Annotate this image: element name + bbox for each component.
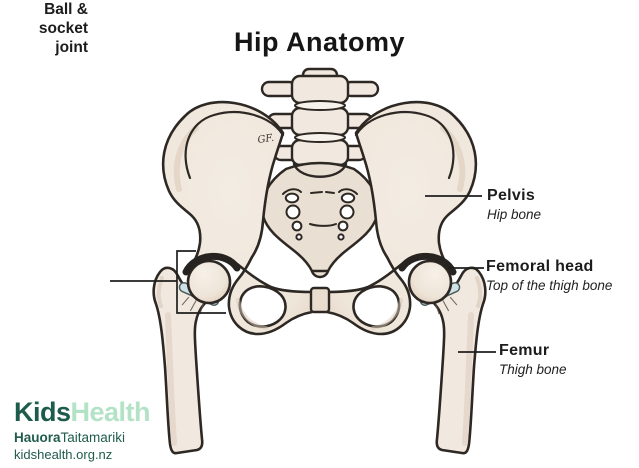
femoral-head-label-name: Femoral head — [486, 258, 594, 275]
logo-health-text: Health — [70, 397, 151, 427]
femoral-head-ball — [186, 259, 232, 305]
pelvis-label: Pelvis Hip bone — [487, 187, 541, 222]
femoral-head-label-sub: Top of the thigh bone — [486, 278, 613, 293]
artist-signature: GF. — [257, 133, 275, 146]
disc — [294, 132, 346, 143]
logo-website-url: kidshealth.org.nz — [14, 446, 113, 462]
logo-kids-text: Kids — [14, 397, 71, 427]
leader-lines — [110, 195, 496, 353]
disc — [294, 100, 346, 111]
s1-body-line — [292, 162, 348, 178]
ball-socket-joint-label: Ball & socket joint — [38, 1, 88, 56]
page-title: Hip Anatomy — [233, 27, 405, 57]
pelvis-label-name: Pelvis — [487, 187, 536, 204]
acetabulum-socket-rim — [182, 252, 241, 276]
femoral-head-label: Femoral head Top of the thigh bone — [486, 258, 612, 293]
kidshealth-logo-wordmark: KidsHealth — [14, 397, 151, 427]
pelvis-label-sub: Hip bone — [487, 207, 542, 222]
logo-maori-name: HauoraTaitamariki — [14, 431, 150, 445]
ball-socket-bracket — [176, 250, 226, 314]
femur-label-name: Femur — [499, 342, 550, 359]
sacrum — [260, 161, 380, 273]
femur-label-sub: Thigh bone — [499, 362, 567, 377]
iliac-crest-line — [184, 111, 285, 180]
logo-hauora-text: Hauora — [14, 430, 61, 445]
vertebra-body — [290, 106, 350, 137]
lumbar-spine — [260, 67, 380, 173]
logo-taitamariki-text: Taitamariki — [60, 430, 126, 445]
femur-label: Femur Thigh bone — [499, 342, 567, 377]
femur-shading — [165, 312, 177, 446]
pubic-symphysis — [309, 286, 331, 314]
sacral-foramina — [282, 188, 358, 241]
kidshealth-logo: KidsHealth HauoraTaitamariki kidshealth.… — [14, 397, 151, 462]
vertebra-body — [290, 138, 350, 167]
ischium-shading — [236, 298, 268, 330]
vertebra-body — [290, 74, 350, 105]
